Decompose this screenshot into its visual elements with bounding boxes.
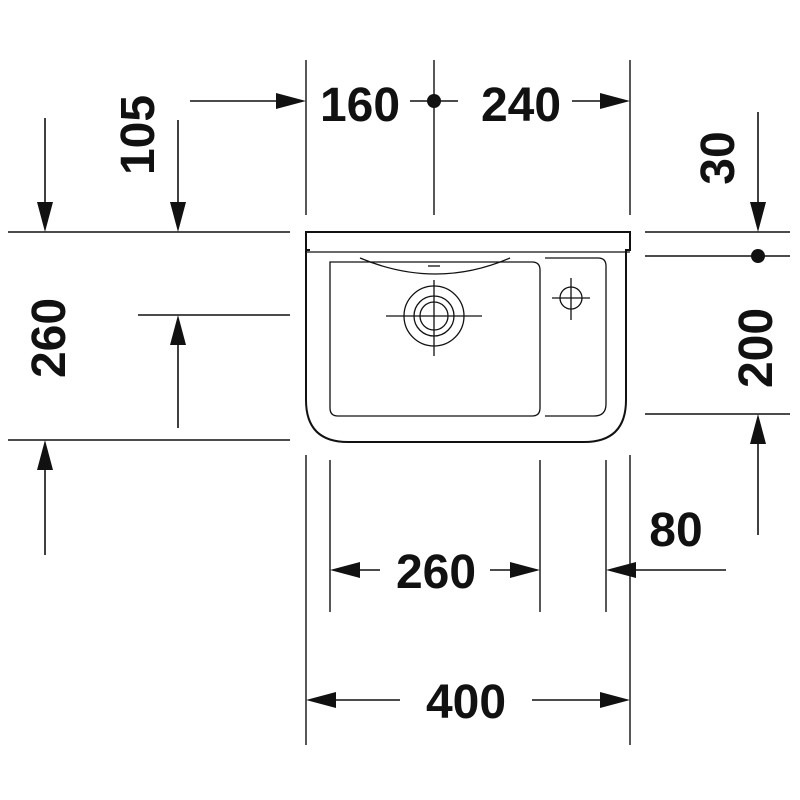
dim-label-80: 80	[649, 504, 702, 557]
dimension-105: 105	[37, 95, 186, 232]
dim-label-200: 200	[730, 308, 783, 388]
drain-icon	[386, 280, 482, 356]
dim-label-260-bottom: 260	[396, 546, 476, 599]
dimension-height-260: 260	[23, 298, 186, 555]
dim-label-260-left: 260	[23, 298, 76, 378]
basin-outline	[305, 231, 631, 443]
dim-label-400: 400	[426, 676, 506, 729]
dim-label-160: 160	[320, 79, 400, 132]
dimension-bowl-width-260: 260	[330, 546, 540, 599]
dim-label-240: 240	[481, 79, 561, 132]
dimension-30: 30	[692, 112, 766, 263]
dim-label-105: 105	[112, 95, 165, 175]
tap-hole-icon	[552, 278, 590, 320]
dimension-200: 200	[730, 308, 783, 535]
dimension-80: 80	[606, 504, 726, 578]
dim-label-30: 30	[692, 131, 745, 184]
dimension-total-width-400: 400	[306, 676, 630, 729]
extension-lines	[8, 60, 790, 745]
dimension-top-width: 160 240	[190, 79, 630, 132]
